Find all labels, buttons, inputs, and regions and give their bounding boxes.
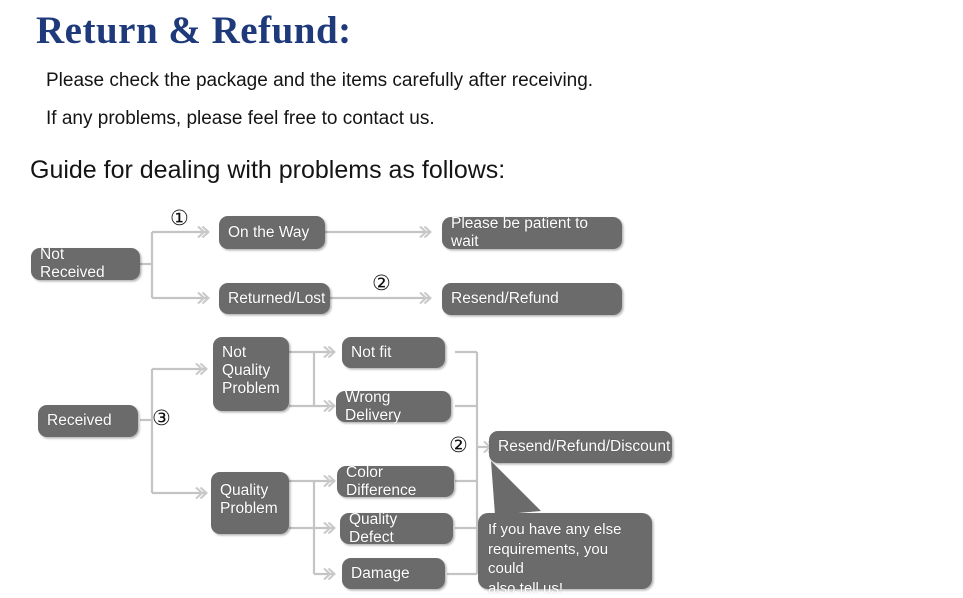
- node-label: Quality Defect: [349, 510, 398, 546]
- marker-two-top: ②: [372, 271, 391, 295]
- callout-line-2: requirements, you could: [488, 540, 609, 578]
- marker-two-bottom: ②: [449, 433, 468, 457]
- node-label: Not fit: [351, 343, 392, 361]
- node-returned-lost[interactable]: Returned/Lost: [219, 283, 330, 314]
- node-received[interactable]: Received: [38, 405, 138, 437]
- node-label: Resend/Refund/Discount: [498, 438, 671, 456]
- callout-pointer-icon: [491, 461, 541, 515]
- node-please-be-patient-to-wait[interactable]: Please be patient to wait: [442, 215, 622, 250]
- node-on-the-way[interactable]: On the Way: [219, 216, 325, 249]
- node-label: Returned/Lost: [228, 289, 326, 307]
- node-label-line-1: Quality: [220, 482, 269, 499]
- node-not-fit[interactable]: Not fit: [342, 337, 445, 368]
- intro-line-2: If any problems, please feel free to con…: [46, 108, 435, 129]
- node-quality-defect[interactable]: Quality Defect: [340, 510, 453, 546]
- node-label-line-3: Problem: [222, 379, 280, 397]
- node-color-difference[interactable]: Color Difference: [337, 463, 454, 499]
- node-label: On the Way: [228, 223, 310, 241]
- callout-line-3: also tell us!: [488, 579, 564, 597]
- node-label: Received: [47, 412, 112, 430]
- node-damage[interactable]: Damage: [342, 558, 445, 589]
- intro-line-1: Please check the package and the items c…: [46, 70, 594, 91]
- node-label: Wrong Delivery: [345, 388, 401, 424]
- marker-three: ③: [152, 406, 171, 430]
- node-label: Not Received: [40, 246, 105, 281]
- node-quality-problem[interactable]: Quality Problem: [211, 472, 289, 534]
- node-label-line-2: Quality: [222, 361, 271, 379]
- callout-line-1: If you have any else: [488, 521, 622, 538]
- node-label: Color Difference: [346, 463, 417, 499]
- node-not-quality-problem[interactable]: Not Quality Problem: [213, 337, 289, 411]
- node-label-line-2: Problem: [220, 499, 278, 517]
- node-resend-refund[interactable]: Resend/Refund: [442, 283, 622, 315]
- node-label: Please be patient to wait: [451, 215, 589, 250]
- callout-bubble: If you have any else requirements, you c…: [478, 513, 652, 597]
- marker-one: ①: [170, 206, 189, 230]
- node-wrong-delivery[interactable]: Wrong Delivery: [336, 388, 451, 424]
- node-not-received[interactable]: Not Received: [31, 246, 140, 281]
- page-title: Return & Refund:: [36, 9, 352, 52]
- node-label-line-1: Not: [222, 344, 247, 361]
- node-resend-refund-discount[interactable]: Resend/Refund/Discount: [489, 431, 672, 463]
- node-label: Resend/Refund: [451, 290, 559, 308]
- node-label: Damage: [351, 564, 410, 582]
- guide-heading: Guide for dealing with problems as follo…: [30, 156, 506, 184]
